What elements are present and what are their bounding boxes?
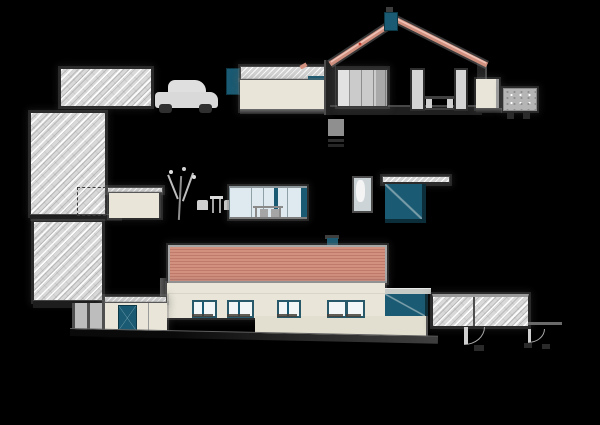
wardrobe-section xyxy=(337,68,388,107)
terrace-wall xyxy=(240,80,330,111)
fence-post-3 xyxy=(102,303,105,331)
patio-table-top xyxy=(210,196,223,199)
interior-chair-2 xyxy=(271,209,279,217)
retaining-wall-hatch xyxy=(60,68,152,107)
terrace-lintel xyxy=(308,76,330,83)
window-3-shadow xyxy=(277,314,297,317)
side-wall-base xyxy=(476,108,502,113)
gate-2-foot-right xyxy=(542,344,550,349)
bench-leg-right xyxy=(447,99,453,108)
annex-canopy-strip xyxy=(385,288,431,294)
left-wall-coping xyxy=(104,296,167,303)
pier-marker-block xyxy=(328,119,344,136)
window-2 xyxy=(227,300,254,318)
window-2-divider xyxy=(237,302,240,316)
window-1-shadow xyxy=(192,314,213,317)
annex-teal-panel xyxy=(385,294,428,316)
window-4-shadow xyxy=(327,314,343,317)
gate-1-foot xyxy=(474,345,484,351)
annex-gate xyxy=(380,316,428,336)
stair-window xyxy=(352,176,373,213)
interior-door-panel-1 xyxy=(410,68,425,111)
elevation-chimney-cap xyxy=(325,235,339,239)
window-2-shadow xyxy=(227,314,250,317)
ground-hatch-lower xyxy=(33,221,103,302)
interior-door-panel-2 xyxy=(454,68,468,111)
terrace-slab-hatch xyxy=(240,66,325,80)
interior-chair-1 xyxy=(260,209,268,217)
tree-trunk xyxy=(177,175,183,221)
gate-swing-2 xyxy=(528,329,545,343)
downpipe xyxy=(160,278,167,304)
boundary-wall-hatch xyxy=(432,294,529,327)
car-wheel-rear xyxy=(199,104,212,113)
entry-door-teal xyxy=(118,305,137,331)
window-5 xyxy=(346,300,365,318)
window-1 xyxy=(192,300,217,318)
gate-2-foot-left xyxy=(524,343,532,348)
window-1-divider xyxy=(201,302,204,316)
ground-line-right xyxy=(528,322,562,325)
boundary-wall-joint xyxy=(473,297,475,326)
window-5-shadow xyxy=(346,314,361,317)
glazed-wall xyxy=(229,186,307,219)
fence-post-2 xyxy=(87,303,90,331)
glass-panel-teal xyxy=(385,184,426,223)
tree-foliage-dot-2 xyxy=(182,167,186,171)
ground-ledge-dark xyxy=(30,214,122,221)
chimney-cap xyxy=(386,7,393,13)
section-floor-slab xyxy=(330,105,482,115)
window-3-divider xyxy=(286,302,289,316)
gate-leaf-1 xyxy=(464,327,468,344)
patio-chair-1 xyxy=(197,200,208,210)
tree-branch-left xyxy=(167,174,179,200)
glazing-mullion-3 xyxy=(287,188,288,217)
interior-table-leg-1 xyxy=(255,208,257,217)
gabion-leg-right xyxy=(523,111,530,119)
curtain-sketch xyxy=(356,180,365,202)
car-wheel-front xyxy=(159,104,172,113)
garden-wall xyxy=(109,193,161,218)
glazing-mullion-2 xyxy=(263,188,264,217)
section-wall-left xyxy=(324,60,336,115)
tree-sketch xyxy=(166,166,198,221)
hall-bench xyxy=(425,96,454,110)
side-wall-panel xyxy=(476,79,499,109)
interior-table-leg-2 xyxy=(279,208,281,217)
tree-foliage-dot-1 xyxy=(169,170,173,174)
footing-dashed-outline xyxy=(77,187,106,216)
canopy-slab-hatch xyxy=(382,176,450,184)
glazing-mullion-1 xyxy=(251,188,252,217)
roof-vent-dot xyxy=(358,42,362,46)
gate-leaf-2 xyxy=(528,329,531,342)
fence-post-1 xyxy=(72,303,75,331)
window-3 xyxy=(277,300,301,318)
tree-foliage-dot-3 xyxy=(192,175,196,179)
terrace-base-shadow xyxy=(240,109,332,114)
gabion-bench xyxy=(503,88,537,111)
gate-swing-1 xyxy=(464,327,485,345)
gabion-leg-left xyxy=(507,111,514,119)
elevation-chimney xyxy=(327,238,338,247)
pier-marker-line-1 xyxy=(328,139,344,142)
pier-marker-line-2 xyxy=(328,144,344,147)
chimney xyxy=(384,12,398,31)
elevation-roof xyxy=(168,245,387,283)
facade-floor-line xyxy=(167,293,385,294)
timber-fence xyxy=(72,303,105,331)
garden-wall-coping xyxy=(107,187,163,193)
section-door-cut xyxy=(226,68,240,95)
glazing-mullion-teal xyxy=(274,188,278,217)
glazing-frame-right xyxy=(301,188,307,217)
left-annex-joint xyxy=(148,303,149,331)
section-roof xyxy=(327,14,490,70)
patio-table-leg-1 xyxy=(212,199,214,213)
interior-table-silhouette xyxy=(253,206,283,208)
patio-table-leg-2 xyxy=(219,199,221,213)
bench-leg-left xyxy=(426,99,432,108)
ground-lower-base xyxy=(33,300,105,308)
glazing-frame-left xyxy=(229,188,230,217)
